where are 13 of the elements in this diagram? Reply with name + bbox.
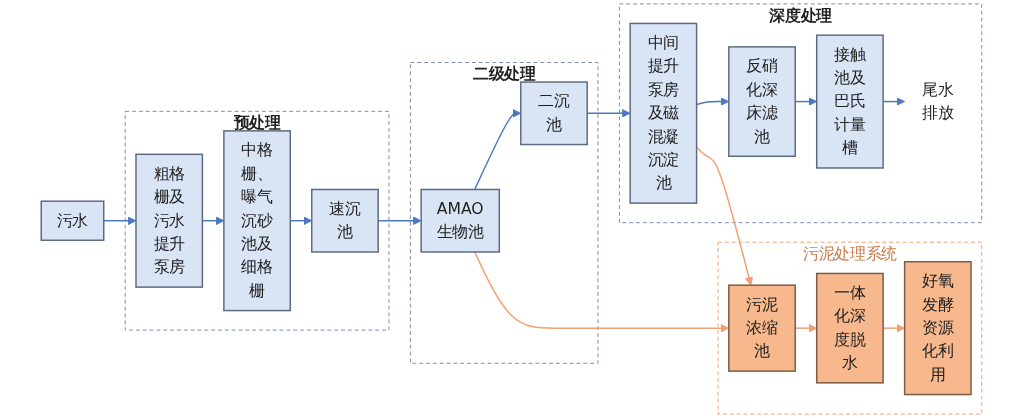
node-box: AMAO生物池 xyxy=(420,188,501,253)
node-box: 速沉池 xyxy=(311,188,379,253)
node-box: 接触池及巴氏计量槽 xyxy=(816,34,884,169)
node-text: 尾水排放 xyxy=(922,80,954,123)
node-box: 好氧发酵资源化利用 xyxy=(903,261,972,396)
node-box: 二沉池 xyxy=(520,81,588,146)
node-box: 粗格栅及污水提升泵房 xyxy=(135,153,204,288)
node-box: 污泥浓缩池 xyxy=(728,284,796,372)
node-box: 污水 xyxy=(40,200,105,241)
node-box: 反硝化深床滤池 xyxy=(728,46,796,157)
node-box: 中间提升泵房及磁混凝沉淀池 xyxy=(629,22,698,204)
node-box: 中格栅、曝气沉砂池及细格栅 xyxy=(223,130,291,312)
node-box: 一体化深度脱水 xyxy=(816,272,884,384)
